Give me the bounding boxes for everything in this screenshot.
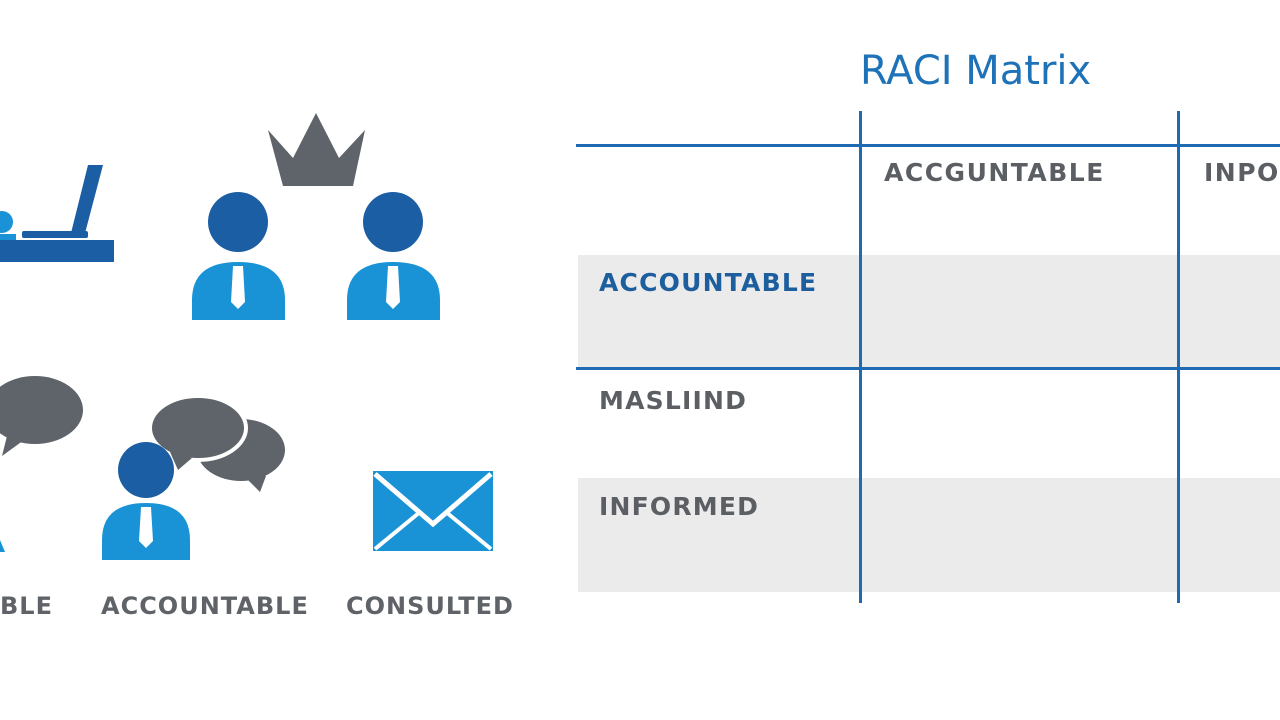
icon-illustrations [0,113,493,560]
person-icon [0,540,5,552]
icon-label-consulted: CONSULTED [346,592,514,620]
icon-label-accountable: ACCOUNTABLE [101,592,309,620]
crown-icon [268,113,365,186]
person-icon [347,192,440,320]
row-band [578,255,1280,367]
grid-line [1177,111,1180,603]
grid-line [859,111,862,603]
speech-bubble-icon [0,376,83,456]
grid-line [576,144,1280,147]
row-label-informed: INFORMED [599,492,760,521]
envelope-icon [373,471,493,551]
person-icon [102,442,190,560]
laptop-icon [0,165,114,262]
row-label-consulted: MASLIIND [599,386,748,415]
grid-line [576,367,1280,370]
column-header-informed: INPO [1204,158,1280,187]
page-title: RACI Matrix [860,48,1092,94]
column-header-accountable: ACCGUNTABLE [884,158,1105,187]
speech-bubble-icon [148,394,285,492]
person-icon [192,192,285,320]
row-label-accountable: ACCOUNTABLE [599,268,818,297]
row-band [578,478,1280,592]
icon-label-responsible: BLE [0,592,53,620]
